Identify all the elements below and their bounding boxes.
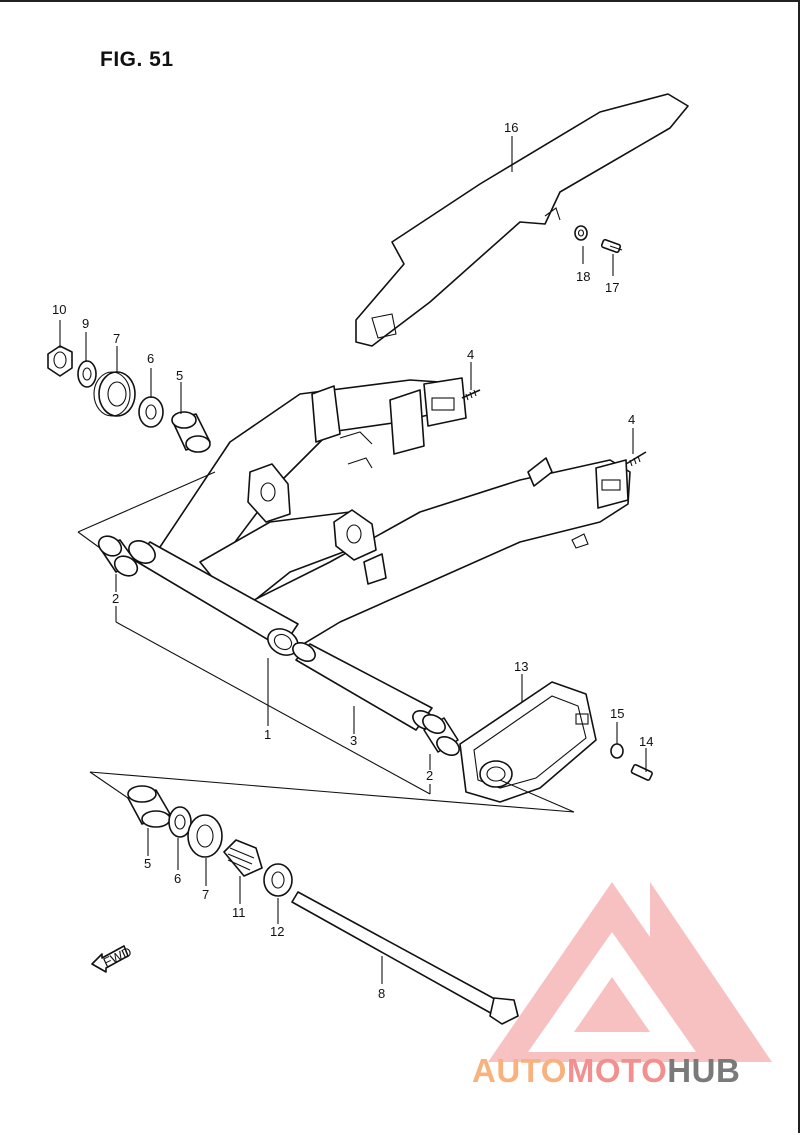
bearing-pivot-right bbox=[422, 714, 460, 756]
callout-10: 10 bbox=[52, 302, 66, 317]
callout-7-lower: 7 bbox=[202, 887, 209, 902]
collar-buffer bbox=[610, 743, 624, 759]
watermark-auto: AUTO bbox=[472, 1052, 567, 1089]
callout-18: 18 bbox=[576, 269, 590, 284]
chain-cover bbox=[355, 93, 689, 347]
callout-13: 13 bbox=[514, 659, 528, 674]
callout-4-right: 4 bbox=[628, 412, 635, 427]
adjuster-bolt-right bbox=[625, 451, 647, 467]
callout-12: 12 bbox=[270, 924, 284, 939]
bearing-right bbox=[187, 814, 223, 858]
callout-labels: 16 18 17 10 9 7 6 5 4 4 2 1 3 2 13 15 14… bbox=[52, 120, 653, 1001]
callout-7: 7 bbox=[113, 331, 120, 346]
bearing-pivot-left bbox=[97, 535, 139, 577]
callout-6-lower: 6 bbox=[174, 871, 181, 886]
callout-17: 17 bbox=[605, 280, 619, 295]
fwd-label: FWD bbox=[101, 944, 134, 970]
callout-15: 15 bbox=[610, 706, 624, 721]
collar bbox=[574, 225, 588, 241]
watermark-hub: HUB bbox=[667, 1052, 741, 1089]
callout-11: 11 bbox=[232, 905, 246, 920]
spacer-right bbox=[127, 785, 171, 828]
callout-16: 16 bbox=[504, 120, 518, 135]
nut bbox=[47, 345, 73, 377]
callout-8: 8 bbox=[378, 986, 385, 1001]
watermark-logo-text: AUTOMOTOHUB bbox=[472, 1052, 740, 1090]
callout-3: 3 bbox=[350, 733, 357, 748]
pivot-shaft bbox=[291, 891, 519, 1025]
bolt-buffer bbox=[630, 764, 653, 781]
watermark-moto: MOTO bbox=[566, 1052, 668, 1089]
dust-seal-left bbox=[138, 396, 164, 428]
lock-nut bbox=[263, 863, 293, 897]
callout-14: 14 bbox=[639, 734, 653, 749]
adjuster-bolt-left bbox=[461, 389, 481, 401]
bolt-chain-cover bbox=[600, 238, 623, 254]
bearing-left bbox=[93, 371, 136, 417]
callout-5-lower: 5 bbox=[144, 856, 151, 871]
spacer-left bbox=[171, 411, 211, 453]
watermark-logo-mark bbox=[488, 882, 772, 1062]
chain-buffer bbox=[459, 681, 597, 803]
callout-9: 9 bbox=[82, 316, 89, 331]
callout-6: 6 bbox=[147, 351, 154, 366]
washer bbox=[77, 360, 97, 388]
dust-seal-right bbox=[168, 806, 192, 838]
figure-title: FIG. 51 bbox=[100, 48, 174, 71]
pivot-spacer bbox=[292, 642, 436, 731]
callout-4-left: 4 bbox=[467, 347, 474, 362]
callout-1: 1 bbox=[264, 727, 271, 742]
alignment-lines bbox=[77, 471, 575, 813]
adjuster-collar bbox=[223, 839, 263, 877]
fwd-arrow-icon: FWD bbox=[91, 944, 134, 973]
callout-5: 5 bbox=[176, 368, 183, 383]
callout-2-left: 2 bbox=[112, 591, 119, 606]
callout-2-right: 2 bbox=[426, 768, 433, 783]
leader-lines bbox=[59, 136, 647, 984]
swingarm bbox=[128, 377, 631, 656]
